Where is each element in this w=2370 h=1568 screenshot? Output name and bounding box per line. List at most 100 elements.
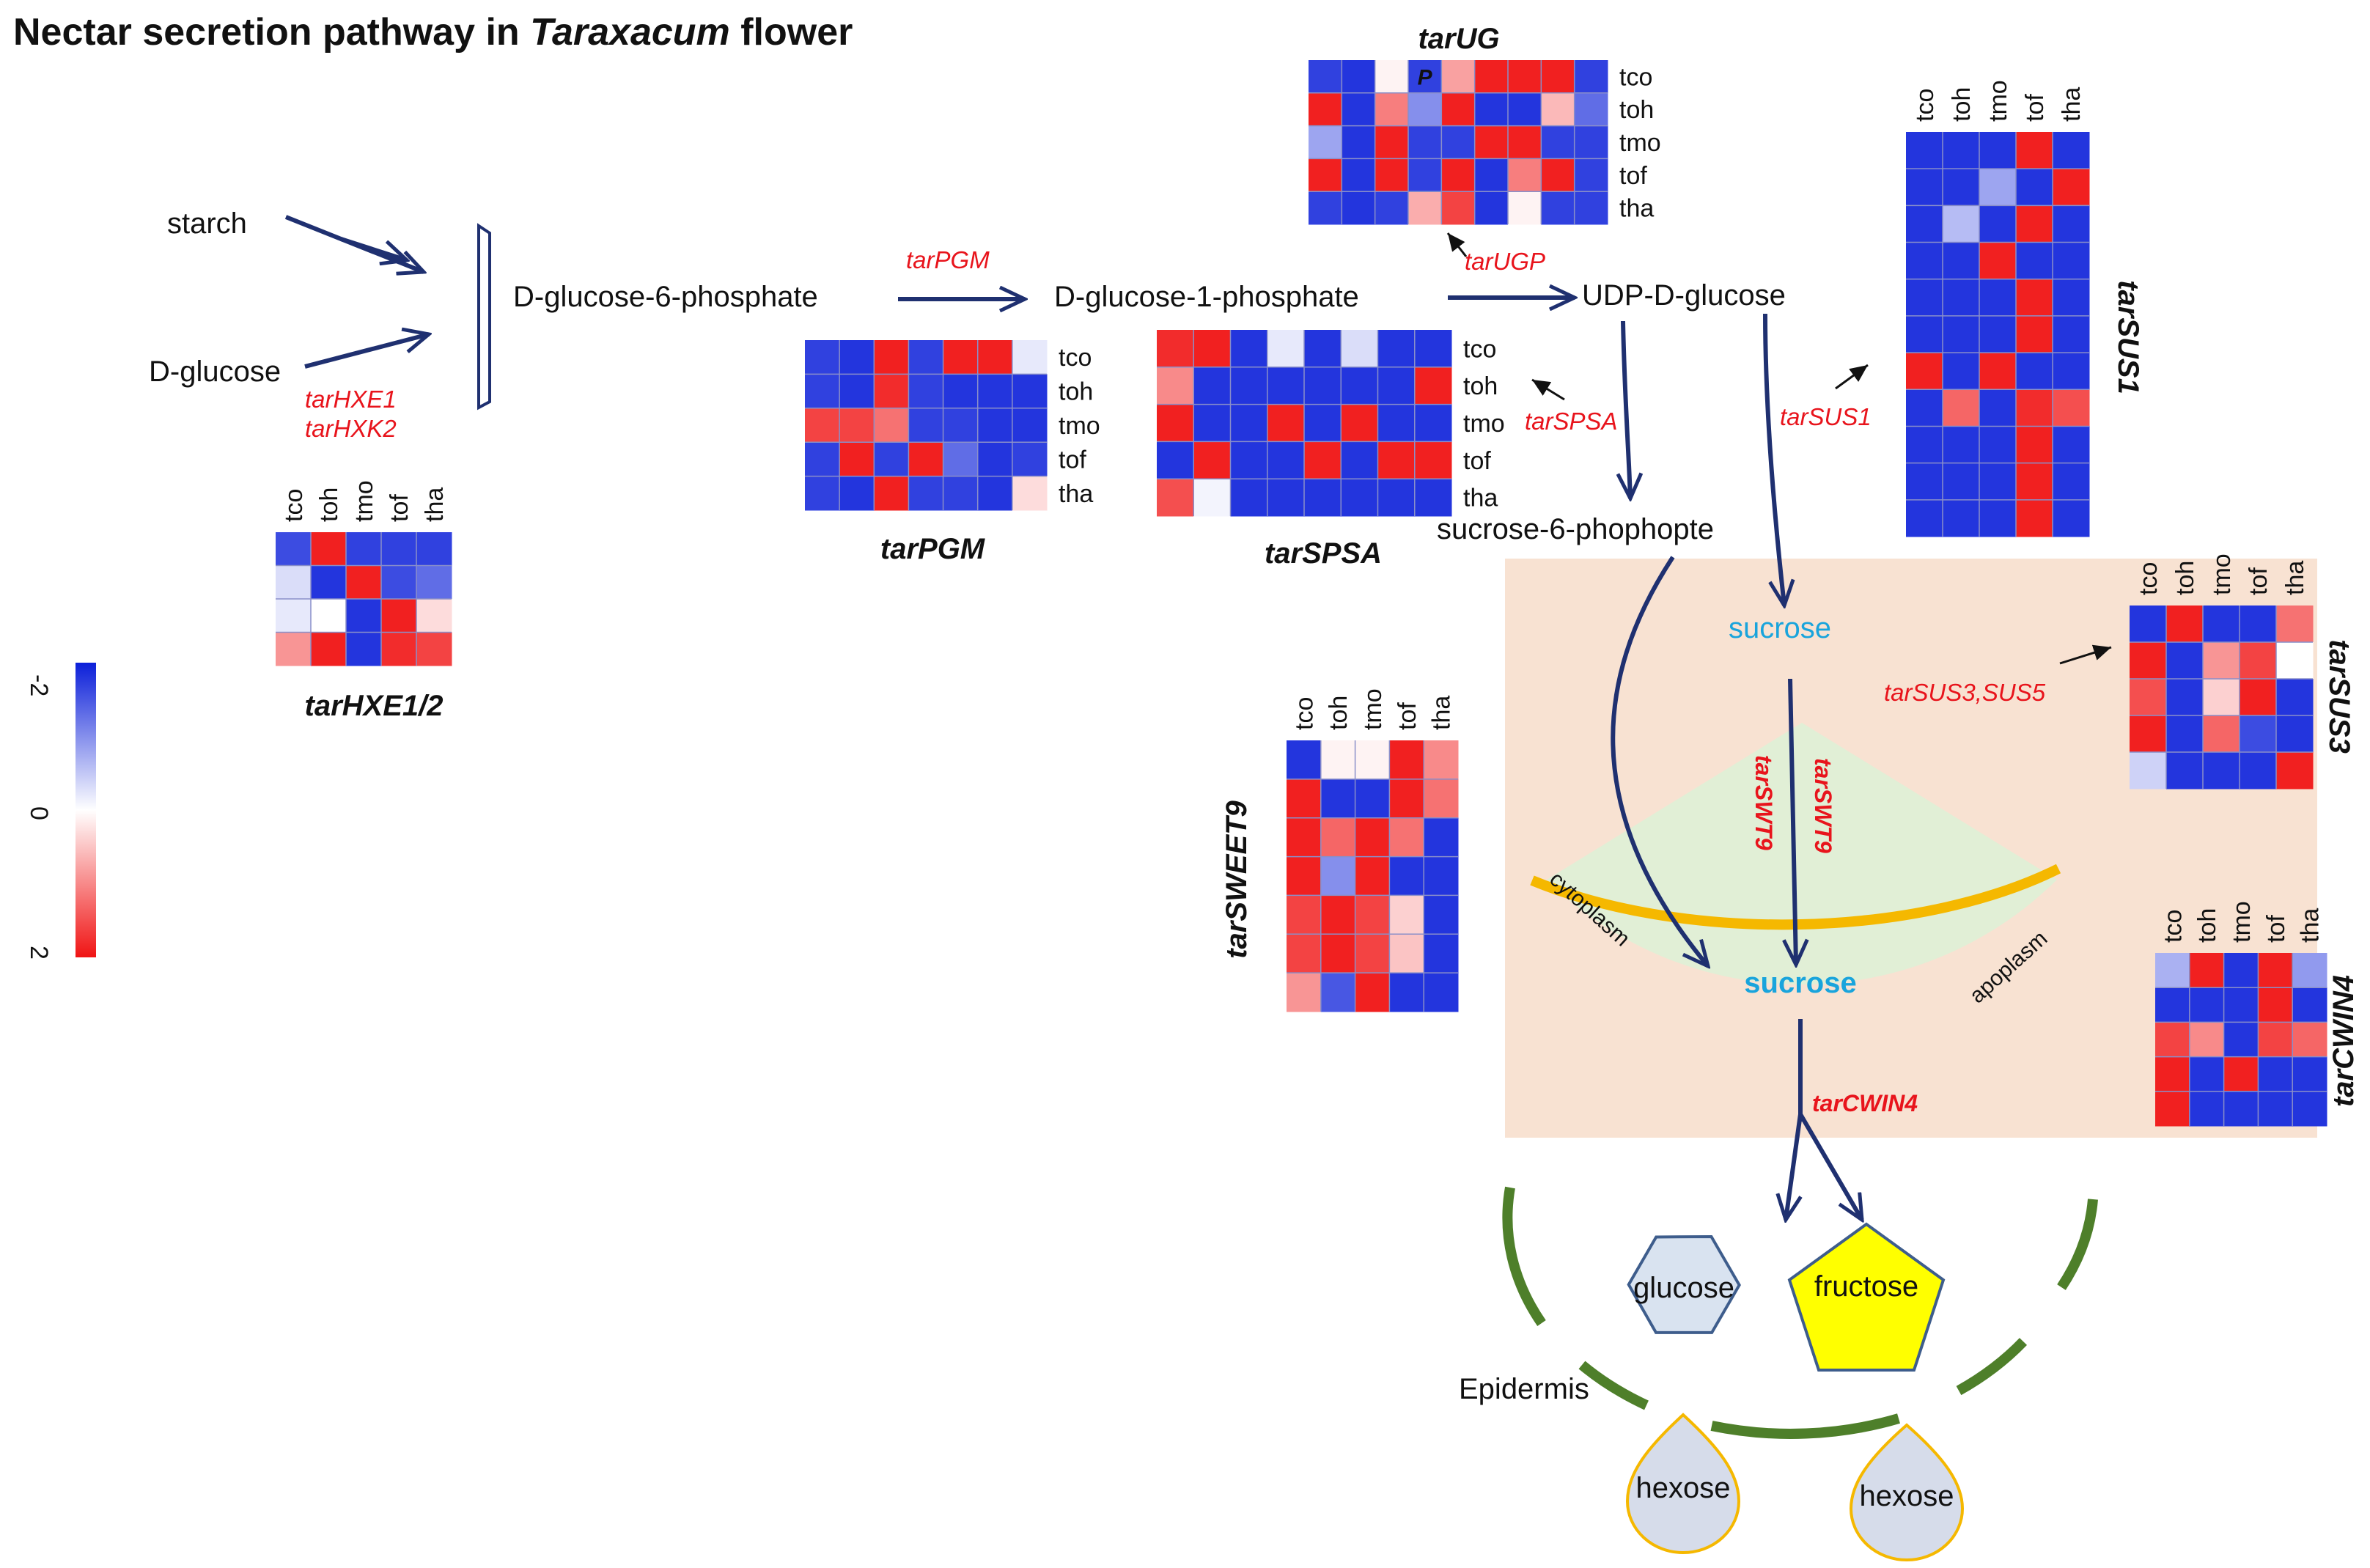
heatmap-cell	[1309, 191, 1342, 225]
heatmap-cell	[1943, 242, 1980, 280]
heatmap-cell	[839, 442, 875, 477]
heatmap-cell	[1541, 92, 1575, 127]
heatmap-cell	[2053, 132, 2090, 169]
heatmap-cell	[943, 408, 979, 443]
pointer-arrows	[1446, 232, 2112, 665]
sample-label: tmo	[1619, 129, 1661, 157]
heatmap-cell	[1441, 92, 1476, 127]
heatmap-cell	[1408, 125, 1442, 159]
heatmap-cell	[276, 632, 312, 666]
heatmap-cell	[311, 532, 347, 566]
sample-label: tha	[2297, 908, 2325, 943]
sample-label: tha	[1059, 480, 1093, 508]
heatmap-cell	[2292, 1056, 2327, 1092]
sample-label: tmo	[350, 480, 378, 522]
heatmap-cell	[2016, 169, 2053, 206]
heatmap-cell	[2053, 169, 2090, 206]
heatmap-cell	[1414, 441, 1452, 479]
heatmap-cell	[1441, 158, 1476, 192]
sample-label: toh	[1619, 96, 1654, 124]
heatmap-cell	[1979, 426, 2017, 464]
fructose-pentagon	[1787, 1222, 1946, 1372]
heatmap-cell	[1267, 441, 1305, 479]
heatmap-cell	[1342, 158, 1376, 192]
enzyme-swt9-left: tarSWT9	[1751, 755, 1777, 850]
sample-label: toh	[2193, 908, 2221, 943]
heatmap-cell	[1374, 191, 1409, 225]
heatmap-cell	[1355, 856, 1390, 896]
heatmap-cell	[1230, 330, 1268, 368]
heatmap-cell	[1943, 353, 1980, 390]
enzyme-ugp: tarUGP	[1465, 248, 1545, 275]
heatmap-cell	[977, 340, 1013, 375]
sucrose-apoplastic-label: sucrose	[1744, 967, 1856, 999]
heatmap-cell	[1309, 60, 1342, 94]
heatmap-cell	[1979, 353, 2017, 390]
heatmap-cell	[2258, 1022, 2293, 1058]
heatmap-cell	[977, 408, 1013, 443]
heatmap-cell	[1193, 441, 1231, 479]
heatmap-cell	[2053, 205, 2090, 243]
enzyme-hxk2: tarHXK2	[305, 415, 397, 442]
heatmap-cell	[2053, 315, 2090, 353]
heatmap-cell	[1906, 389, 1943, 427]
heatmap-cell	[1979, 279, 2017, 317]
heatmap-cell	[1574, 92, 1608, 127]
heatmap-cell	[1377, 330, 1416, 368]
heatmap-cell	[2053, 499, 2090, 537]
heatmap-cell	[2276, 642, 2314, 680]
heatmap-cell	[2223, 1022, 2259, 1058]
heatmap-cell	[1389, 856, 1424, 896]
heatmap-cell	[908, 340, 944, 375]
heatmap-cell	[1541, 158, 1575, 192]
heatmap-cell	[2189, 1056, 2225, 1092]
heatmap-cell	[1342, 92, 1376, 127]
sample-label: tmo	[1059, 412, 1100, 440]
heatmap-cell	[805, 374, 840, 409]
sucrose-cytosolic-label: sucrose	[1729, 612, 1831, 644]
heatmap-cell	[1374, 158, 1409, 192]
heatmap-title: tarHXE1/2	[305, 690, 444, 722]
heatmap-cell	[943, 442, 979, 477]
sample-label: toh	[1059, 378, 1093, 406]
heatmap-cell	[2276, 606, 2314, 643]
heatmap-cell	[805, 442, 840, 477]
heatmap-cell	[1355, 934, 1390, 973]
page-title: Nectar secretion pathway in Taraxacum fl…	[13, 10, 853, 54]
heatmap-cell	[2240, 642, 2277, 680]
title-suffix: flower	[729, 11, 853, 54]
heatmap-cell	[2203, 606, 2240, 643]
heatmap-cell	[1157, 404, 1194, 442]
heatmap-cell	[1943, 499, 1980, 537]
sample-label: tof	[1394, 702, 1421, 730]
heatmap-cell	[1341, 404, 1378, 442]
heatmap-cell	[977, 476, 1013, 511]
heatmap-cell	[346, 532, 382, 566]
heatmap-cell	[311, 632, 347, 666]
heatmap-cell	[1309, 125, 1342, 159]
heatmap-cell	[276, 599, 312, 633]
plasma-membrane	[1530, 864, 2061, 930]
heatmap-cell	[2240, 715, 2277, 753]
hexose-drop-right	[1849, 1423, 1965, 1561]
heatmap-cell	[1979, 205, 2017, 243]
sample-label: toh	[2171, 561, 2199, 595]
heatmap-cell	[1408, 191, 1442, 225]
heatmap-cell	[346, 565, 382, 600]
heatmap-cell	[2053, 389, 2090, 427]
heatmap-cell	[2189, 1091, 2225, 1127]
heatmap-cell	[2223, 1056, 2259, 1092]
heatmap-cell	[381, 632, 417, 666]
heatmap-cell	[1906, 315, 1943, 353]
heatmap-cell	[1267, 404, 1305, 442]
arrow-to-glucose	[1786, 1114, 1803, 1220]
heatmap-cell	[1906, 463, 1943, 501]
sample-label: tco	[1290, 697, 1318, 730]
enzyme-cwin4: tarCWIN4	[1812, 1090, 1918, 1116]
heatmap-cell	[1441, 191, 1476, 225]
heatmap-cell	[1309, 92, 1342, 127]
heatmap-title: tarSWEET9	[1221, 800, 1253, 958]
heatmap-cell	[2166, 679, 2204, 716]
